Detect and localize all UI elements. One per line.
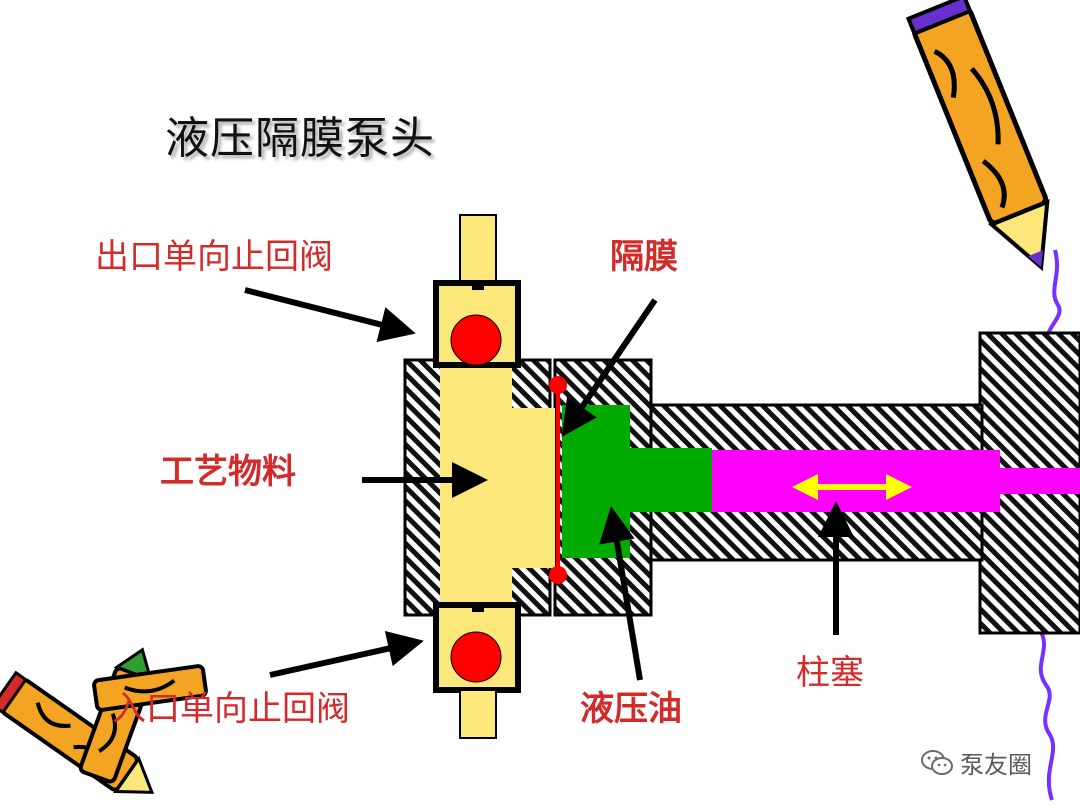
pencil-clipart-top <box>905 0 1050 272</box>
outlet-seat <box>472 280 484 290</box>
diaphragm-dot-bottom <box>549 566 567 584</box>
inlet-stem <box>459 689 497 739</box>
diaphragm-dot-top <box>549 376 567 394</box>
diaphragm-arrow <box>561 298 658 437</box>
label-process-material: 工艺物料 <box>160 452 296 492</box>
crayons-clipart-bottom <box>0 647 208 794</box>
wechat-icon <box>921 749 953 775</box>
slide-title: 液压隔膜泵头 <box>165 113 435 164</box>
plunger-rod <box>712 450 1000 512</box>
label-diaphragm: 隔膜 <box>610 237 678 277</box>
inlet-ball <box>450 631 502 683</box>
inlet-arrow <box>269 630 424 678</box>
inlet-seat <box>472 602 484 612</box>
plunger-motion-arrow <box>792 474 912 500</box>
oil-arrow <box>599 506 643 681</box>
outlet-stem <box>459 214 497 286</box>
label-outlet-check-valve: 出口单向止回阀 <box>95 237 333 277</box>
label-plunger: 柱塞 <box>796 653 864 693</box>
outlet-ball <box>450 314 502 366</box>
watermark: 泵友圈 <box>920 745 1032 780</box>
label-inlet-check-valve: 入口单向止回阀 <box>112 689 350 729</box>
label-hydraulic-oil: 液压油 <box>580 689 682 729</box>
process-material-chamber <box>440 365 555 610</box>
watermark-text: 泵友圈 <box>960 751 1032 779</box>
plunger-shaft <box>1000 468 1080 494</box>
outlet-arrow <box>244 287 416 343</box>
